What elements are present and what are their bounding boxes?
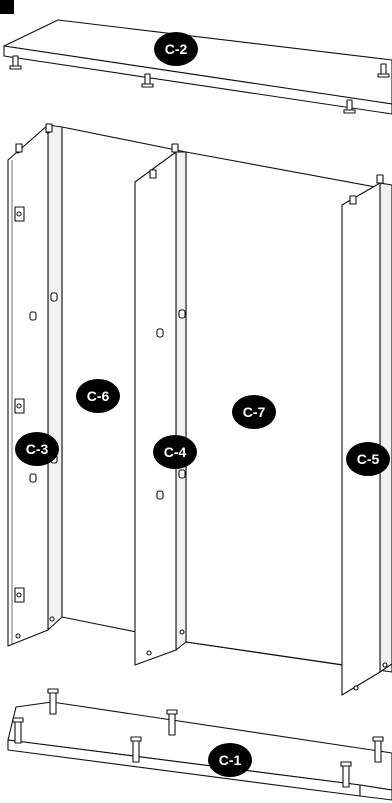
bottom-panel-screw (130, 736, 142, 763)
label-badge-bottom-panel: C-1 (208, 743, 252, 777)
svg-text:C-1: C-1 (219, 752, 242, 768)
top-panel-leg (9, 55, 22, 70)
svg-text:C-7: C-7 (243, 404, 266, 420)
cam-fitting (14, 206, 25, 222)
svg-text:C-2: C-2 (165, 41, 188, 57)
svg-text:C-6: C-6 (87, 388, 110, 404)
svg-text:C-4: C-4 (164, 444, 187, 460)
left-side-panel (7, 123, 63, 647)
cam-fitting (14, 398, 25, 414)
label-badge-back-left: C-6 (76, 379, 120, 413)
bottom-panel-screw (372, 736, 384, 763)
label-badge-back-right: C-7 (232, 395, 276, 429)
top-panel-leg (141, 73, 154, 88)
svg-text:C-5: C-5 (357, 451, 380, 467)
cam-fitting (14, 587, 25, 603)
middle-divider (134, 143, 187, 666)
svg-text:C-3: C-3 (26, 441, 49, 457)
label-badge-middle-divider: C-4 (153, 435, 197, 469)
top-panel (3, 19, 392, 115)
bottom-panel-screw (166, 709, 178, 736)
right-side-panel (341, 174, 392, 696)
label-badge-left-side: C-3 (15, 432, 59, 466)
bottom-panel-screw (12, 717, 24, 744)
corner-marker (0, 0, 14, 14)
bottom-panel-screw (47, 688, 59, 715)
bottom-panel (7, 688, 392, 801)
label-badge-right-side: C-5 (346, 442, 390, 476)
bottom-panel-screw (340, 761, 352, 788)
label-badge-top-panel: C-2 (154, 32, 198, 66)
top-panel-leg (343, 99, 356, 114)
top-panel-leg (377, 63, 390, 78)
